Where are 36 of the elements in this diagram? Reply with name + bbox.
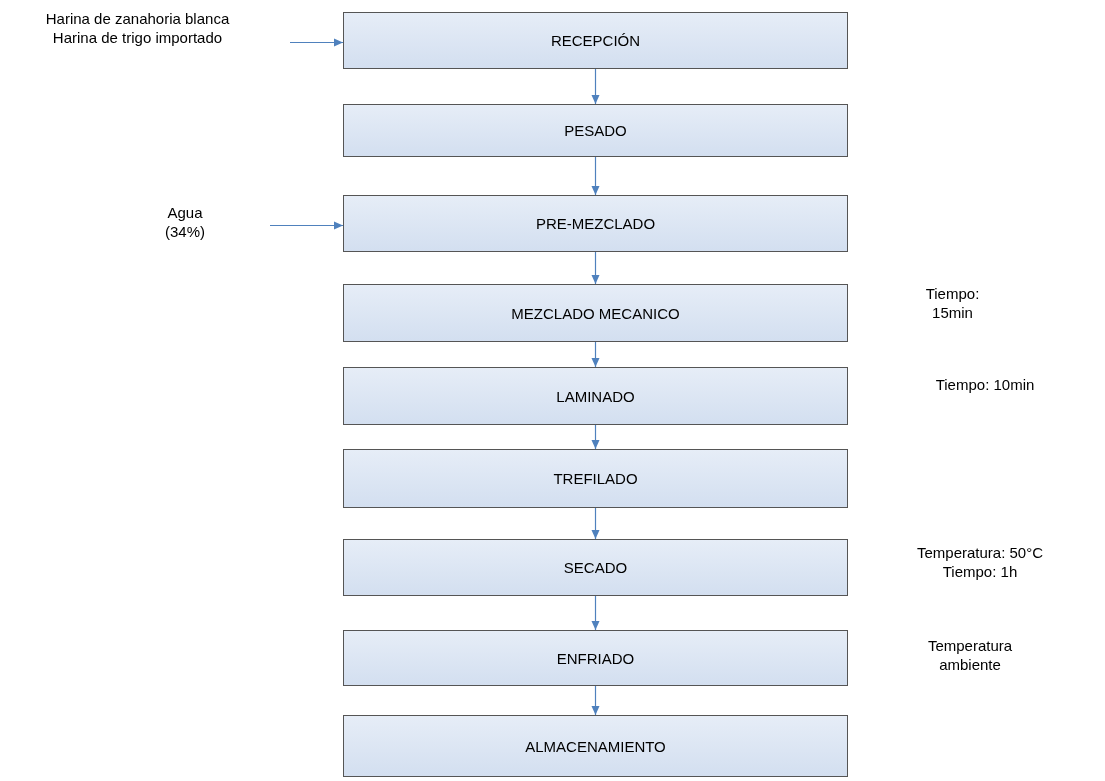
parameter-note: Temperatura: 50°C — [915, 543, 1045, 562]
parameter-note: Tiempo: 15min — [924, 284, 981, 322]
arrow — [269, 221, 344, 230]
arrow — [591, 156, 600, 196]
input-label: Harina de zanahoria blanca — [45, 9, 230, 28]
process-box — [343, 104, 848, 157]
arrow — [591, 424, 600, 450]
input-label: Harina de trigo importado — [52, 28, 223, 47]
arrow — [591, 507, 600, 540]
process-box — [343, 715, 848, 777]
step-label: ALMACENAMIENTO — [525, 737, 666, 755]
arrow — [591, 251, 600, 285]
step-label: RECEPCIÓN — [550, 32, 641, 49]
parameter-note: Temperatura ambiente — [926, 636, 1014, 674]
parameter-note: Tiempo: 10min — [934, 375, 1036, 394]
input-label: Agua (34%) — [164, 203, 206, 241]
process-box — [343, 367, 848, 425]
arrow — [591, 595, 600, 631]
step-label: TREFILADO — [553, 470, 638, 487]
step-label: PRE-MEZCLADO — [535, 215, 656, 232]
step-label: ENFRIADO — [556, 649, 635, 667]
process-box — [343, 284, 848, 342]
parameter-note: Tiempo: 1h — [941, 562, 1019, 581]
process-box — [343, 195, 848, 252]
process-box — [343, 449, 848, 508]
step-label: LAMINADO — [556, 387, 635, 405]
arrow — [289, 38, 344, 47]
process-box — [343, 539, 848, 596]
arrow — [591, 685, 600, 716]
step-label: SECADO — [563, 559, 628, 576]
arrow — [591, 68, 600, 105]
process-box — [343, 12, 848, 69]
step-label: PESADO — [564, 122, 627, 139]
step-label: MEZCLADO MECANICO — [511, 304, 680, 322]
arrow — [591, 341, 600, 368]
process-box — [343, 630, 848, 686]
